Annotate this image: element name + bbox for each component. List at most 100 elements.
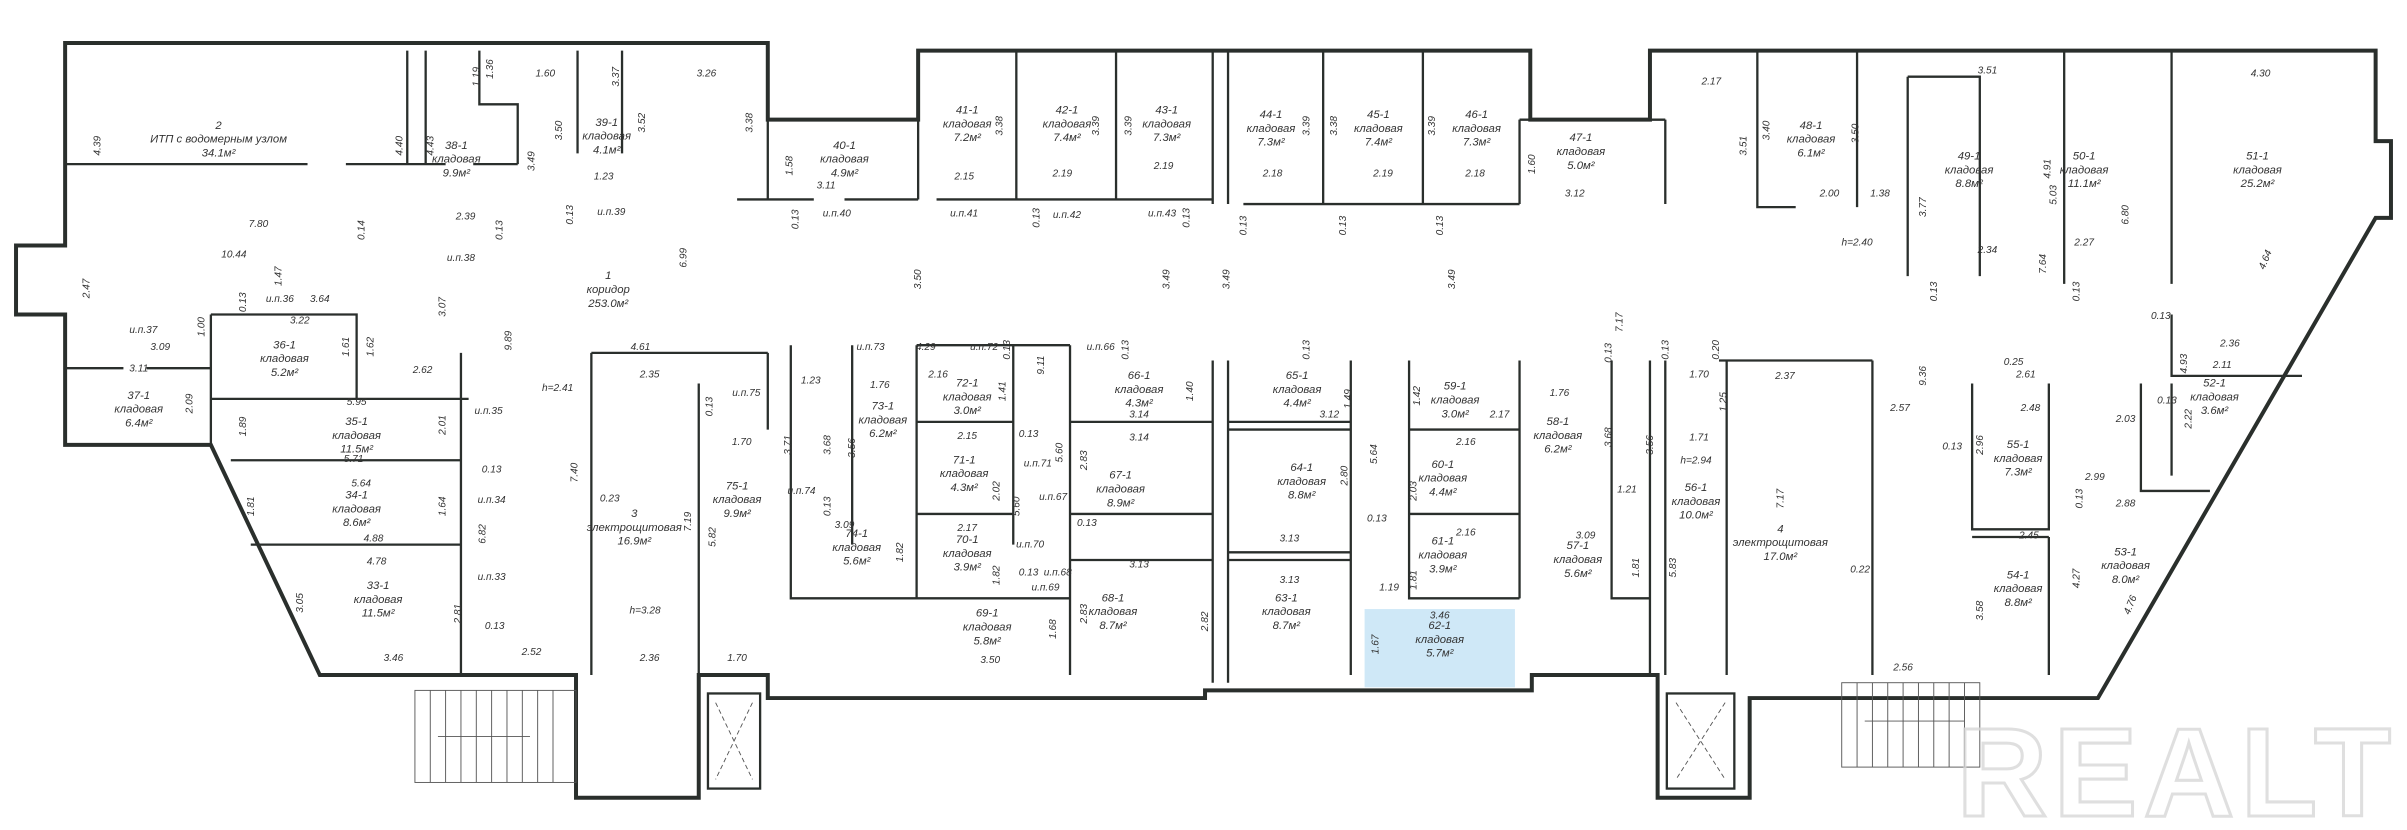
dimension-label: 2.17 <box>1700 76 1721 87</box>
room-area: 9.9м² <box>443 167 472 179</box>
dimension-label: 0.13 <box>1929 281 1940 301</box>
dimension-label: 0.13 <box>790 209 801 229</box>
room-area: 7.3м² <box>1463 137 1492 149</box>
dimension-label: 0.22 <box>1850 564 1870 575</box>
dimension-label: 1.76 <box>870 380 890 391</box>
room-area: 3.6м² <box>2201 405 2230 417</box>
highlighted-room-fill[interactable] <box>1364 609 1515 688</box>
dimension-label: 3.09 <box>835 520 855 531</box>
dimension-label: 1.19 <box>1379 583 1399 594</box>
door-label: и.п.36 <box>266 294 294 305</box>
room-number: 42-1 <box>1056 105 1079 117</box>
dimension-label: 2.45 <box>2018 531 2039 542</box>
ceiling-height-label: h=2.40 <box>1841 237 1873 248</box>
dimension-label: 4.64 <box>2257 248 2275 271</box>
dimension-label: 2.09 <box>184 393 195 414</box>
dimension-label: 2.02 <box>991 481 1002 502</box>
room-type: кладовая <box>1452 123 1501 135</box>
room-type: кладовая <box>2101 560 2150 572</box>
dimension-label: 3.12 <box>1319 409 1339 420</box>
dimension-label: 1.70 <box>732 437 752 448</box>
room-area: 3.9м² <box>954 562 983 574</box>
room-number: 55-1 <box>2007 439 2030 451</box>
room-number: 58-1 <box>1547 416 1570 428</box>
room-type: кладовая <box>1277 476 1326 488</box>
room-number: 41-1 <box>956 105 979 117</box>
room-type: кладовая <box>832 542 881 554</box>
room-type: ИТП с водомерным узлом <box>150 134 287 146</box>
dimension-label: 9.11 <box>1036 356 1047 375</box>
room-number: 73-1 <box>871 401 894 413</box>
room-area: 3.0м² <box>1441 408 1470 420</box>
dimension-label: 3.26 <box>697 69 717 80</box>
dimension-label: 2.52 <box>521 647 542 658</box>
dimension-label: 3.39 <box>1123 116 1134 136</box>
dimension-label: 1.19 <box>471 67 482 87</box>
room-area: 5.8м² <box>974 635 1003 647</box>
door-label: и.п.39 <box>597 207 625 218</box>
dimension-label: 3.46 <box>1430 610 1450 621</box>
dimension-label: 4.76 <box>2122 594 2140 617</box>
dimension-label: 3.39 <box>1427 116 1438 136</box>
dimension-label: 0.13 <box>482 465 502 476</box>
room-number: 48-1 <box>1800 120 1823 132</box>
dimension-label: 1.47 <box>273 266 284 286</box>
room-area: 4.9м² <box>831 167 860 179</box>
dimension-label: 2.82 <box>1200 611 1211 632</box>
dimension-label: 5.95 <box>347 397 367 408</box>
dimension-label: 3.13 <box>1129 560 1149 571</box>
room-area: 8.0м² <box>2112 574 2141 586</box>
dimension-label: 1.71 <box>1689 432 1709 443</box>
room-area: 8.6м² <box>343 517 372 529</box>
dimension-label: 3.49 <box>1162 269 1173 289</box>
dimension-label: 2.18 <box>1464 168 1485 179</box>
